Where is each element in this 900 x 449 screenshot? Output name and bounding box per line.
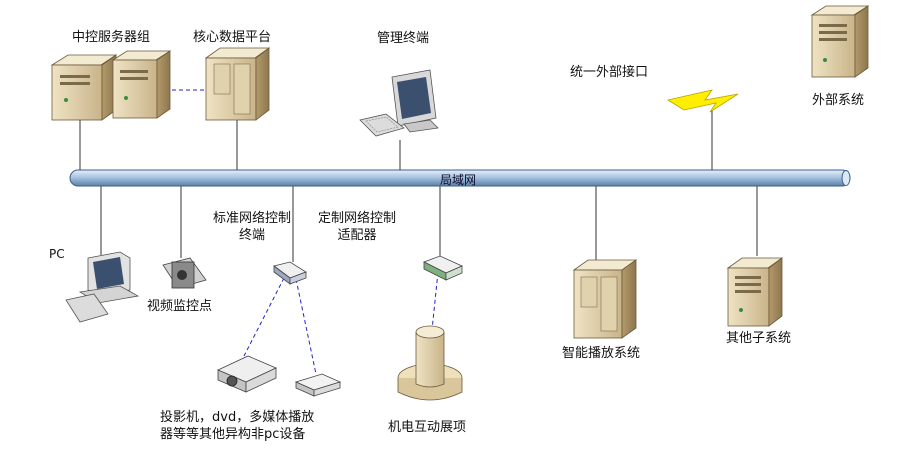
monitor-icon [391,69,439,133]
external-system-label: 外部系统 [812,93,865,108]
pc-label: PC [49,247,65,261]
standard-terminal-label: 标准网络控制 终端 [210,210,294,244]
exhibit-kiosk-icon [397,325,463,401]
network-device-icon [273,261,307,285]
video-monitor-label: 视频监控点 [147,299,213,314]
electromech-exhibit-label: 机电互动展项 [388,420,467,435]
lightning-icon [666,89,739,113]
keyboard-icon [359,113,405,137]
server-icon [810,5,870,78]
custom-adapter-label: 定制网络控制 适配器 [315,210,399,244]
standard-terminal-line1: 标准网络控制 [212,211,291,226]
central-servers-label: 中控服务器组 [72,30,151,45]
dashed-links [137,89,439,375]
lan-label: 局域网 [440,173,477,187]
av-devices-line2: 器等等其他异构非pc设备 [160,427,306,442]
pc-icon [65,251,140,323]
av-devices-line1: 投影机，dvd，多媒体播放 [160,410,315,425]
other-subsystems-label: 其他子系统 [726,331,792,346]
av-devices-label: 投影机，dvd，多媒体播放 器等等其他异构非pc设备 [160,409,314,443]
standard-terminal-line2: 终端 [238,228,265,243]
core-platform-label: 核心数据平台 [193,30,272,45]
management-terminal-label: 管理终端 [377,31,430,46]
server-icon [50,54,118,121]
custom-adapter-line1: 定制网络控制 [317,211,396,226]
server-icon [726,257,784,327]
smart-playback-label: 智能播放系统 [562,346,641,361]
camera-icon [162,257,207,289]
tower-server-icon [572,259,638,339]
adapter-icon [423,255,463,281]
unified-interface-label: 统一外部接口 [570,65,649,80]
tower-server-icon [204,47,271,121]
server-icon [111,50,172,119]
links [79,110,758,262]
projector-icon [217,355,277,393]
dvd-player-icon [294,373,342,397]
custom-adapter-line2: 适配器 [337,228,377,243]
lan-backbone [69,169,851,187]
